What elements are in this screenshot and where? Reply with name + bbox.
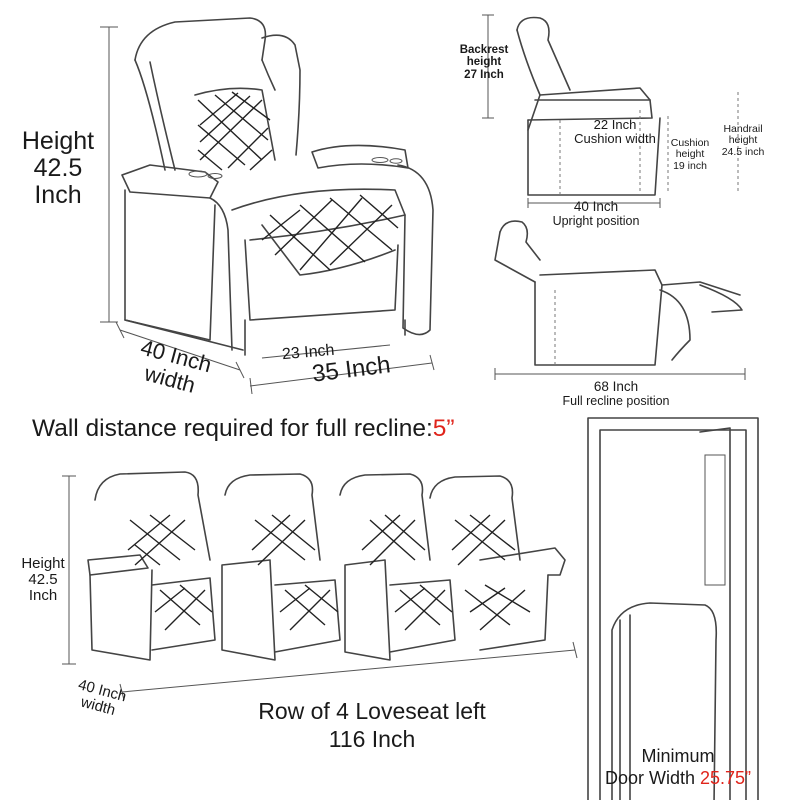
backrest-height-label: Backrest height 27 Inch	[448, 44, 520, 81]
cushion-height-label: Cushion height 19 inch	[664, 137, 716, 172]
main-height-label: Height 42.5 Inch	[10, 128, 106, 209]
recline-length-label: 68 Inch Full recline position	[530, 379, 702, 408]
wall-distance-text: Wall distance required for full recline:	[32, 415, 433, 442]
side-recline-drawing	[494, 220, 746, 380]
handrail-height-label: Handrail height 24.5 inch	[714, 123, 772, 158]
main-height-value: 42.5	[33, 154, 83, 182]
handrail-height-value: 24.5 inch	[721, 145, 765, 158]
wall-distance-value: 5”	[432, 415, 455, 442]
row-height-unit: Inch	[28, 587, 58, 605]
row-height-value: 42.5	[28, 571, 58, 589]
upright-depth-label: 40 Inch Upright position	[528, 199, 664, 228]
row-title: Row of 4 Loveseat left	[258, 698, 486, 724]
side-upright-drawing	[482, 14, 739, 208]
backrest-height-word: height	[466, 56, 502, 69]
backrest-word: Backrest	[459, 44, 509, 56]
cushion-height-value: 19 inch	[673, 159, 707, 172]
backrest-height-value: 27 Inch	[464, 68, 504, 81]
door-width-value: 25.75”	[699, 767, 752, 788]
handrail-height-word: height	[728, 134, 758, 147]
main-height-unit: Inch	[34, 181, 82, 209]
row-width-value: 116 Inch	[328, 725, 416, 752]
door-width-word: Door Width	[604, 767, 700, 788]
cushion-width-word: Cushion width	[574, 131, 656, 147]
row-height-label: Height 42.5 Inch	[18, 555, 68, 605]
wall-distance-note: Wall distance required for full recline:…	[32, 415, 455, 442]
cushion-height-word2: height	[675, 148, 705, 161]
recline-position-word: Full recline position	[562, 393, 670, 408]
door-drawing	[587, 417, 759, 800]
recline-length-value: 68 Inch	[593, 379, 639, 394]
main-chair-drawing	[100, 17, 435, 395]
row-height-word: Height	[21, 555, 65, 572]
handrail-word: Handrail	[723, 123, 763, 135]
upright-depth-value: 40 Inch	[573, 199, 619, 214]
cushion-width-value: 22 Inch	[593, 117, 637, 132]
row-seat-4	[429, 475, 566, 651]
row-seat-1	[87, 471, 216, 661]
door-minimum-word: Minimum	[641, 746, 715, 766]
row-seat-2	[221, 473, 341, 661]
upright-position-word: Upright position	[552, 213, 640, 228]
row-of-four-drawing	[62, 471, 578, 701]
cushion-width-label: 22 Inch Cushion width	[560, 117, 670, 147]
main-height-word: Height	[21, 127, 95, 155]
cushion-height-word: Cushion	[670, 137, 710, 149]
row-seat-3	[339, 473, 456, 661]
row-title-label: Row of 4 Loveseat left 116 Inch	[212, 698, 532, 753]
door-width-label: Minimum Door Width 25.75”	[568, 746, 788, 789]
